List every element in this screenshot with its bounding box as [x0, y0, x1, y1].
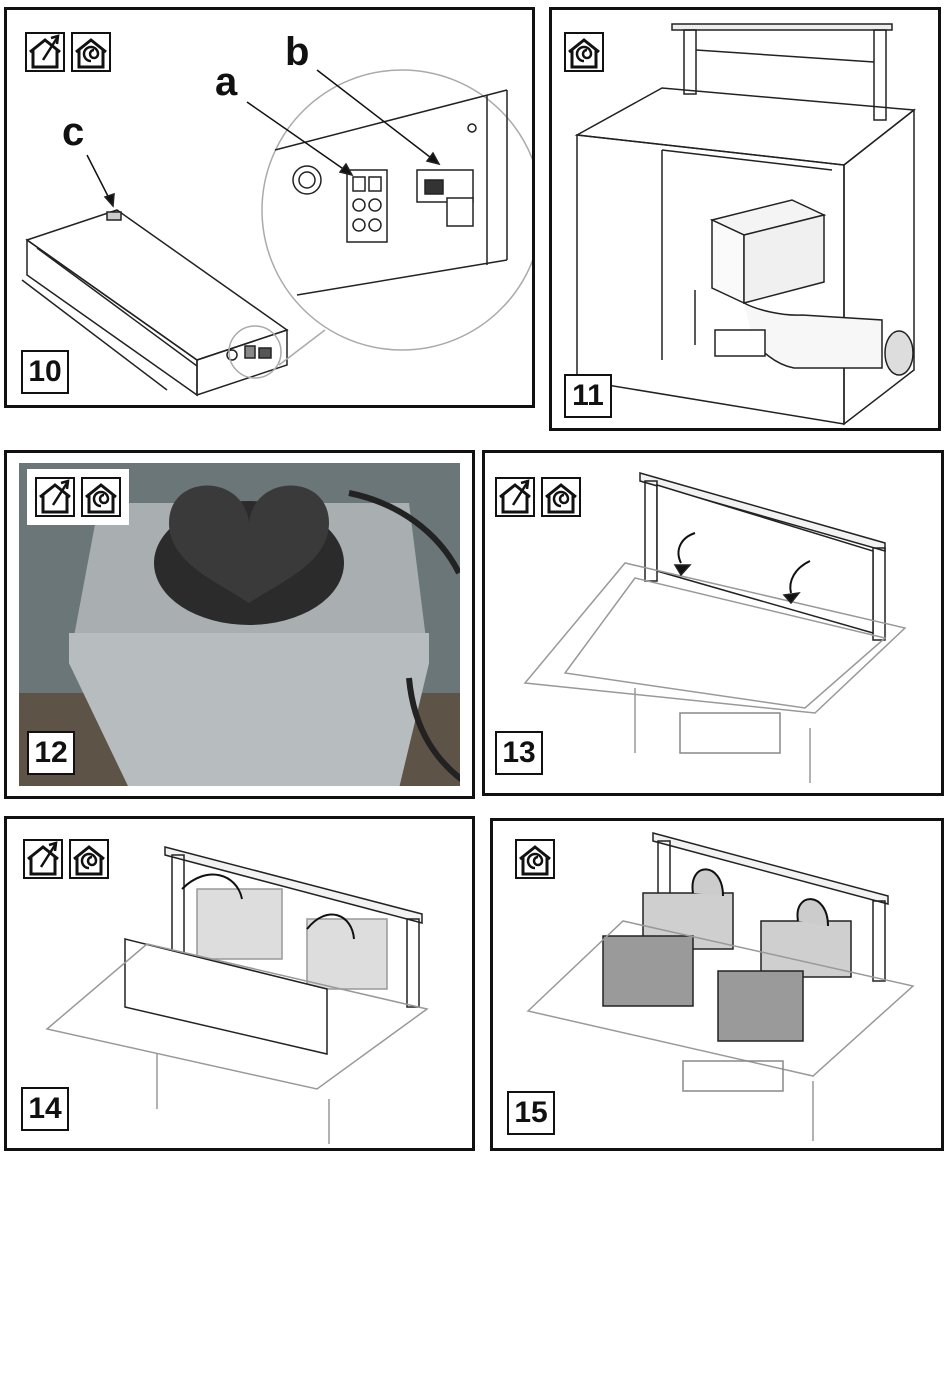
panel-number: 13 — [495, 731, 543, 775]
panel-12-icons — [27, 469, 129, 525]
panel-number: 15 — [507, 1091, 555, 1135]
panel-number: 11 — [564, 374, 612, 418]
figure-panel-10: a b c 10 — [4, 7, 535, 408]
carbon-filter-illustration — [493, 821, 941, 1148]
callout-c: c — [62, 112, 84, 152]
hood-panel-illustration — [485, 453, 941, 793]
figure-panel-11: 11 — [549, 7, 941, 431]
figure-panel-15: 15 — [490, 818, 944, 1151]
figure-panel-12: 12 — [4, 450, 475, 799]
filter-removal-illustration — [7, 819, 472, 1148]
callout-a: a — [215, 62, 237, 102]
panel-number: 14 — [21, 1087, 69, 1131]
panel-number: 10 — [21, 350, 69, 394]
figure-panel-14: 14 — [4, 816, 475, 1151]
recirculation-icon — [81, 477, 121, 517]
extraction-icon — [35, 477, 75, 517]
callout-b: b — [285, 32, 309, 72]
panel-number: 12 — [27, 731, 75, 775]
motor-box-illustration — [7, 10, 532, 405]
cabinet-illustration — [552, 10, 938, 428]
figure-panel-13: 13 — [482, 450, 944, 796]
